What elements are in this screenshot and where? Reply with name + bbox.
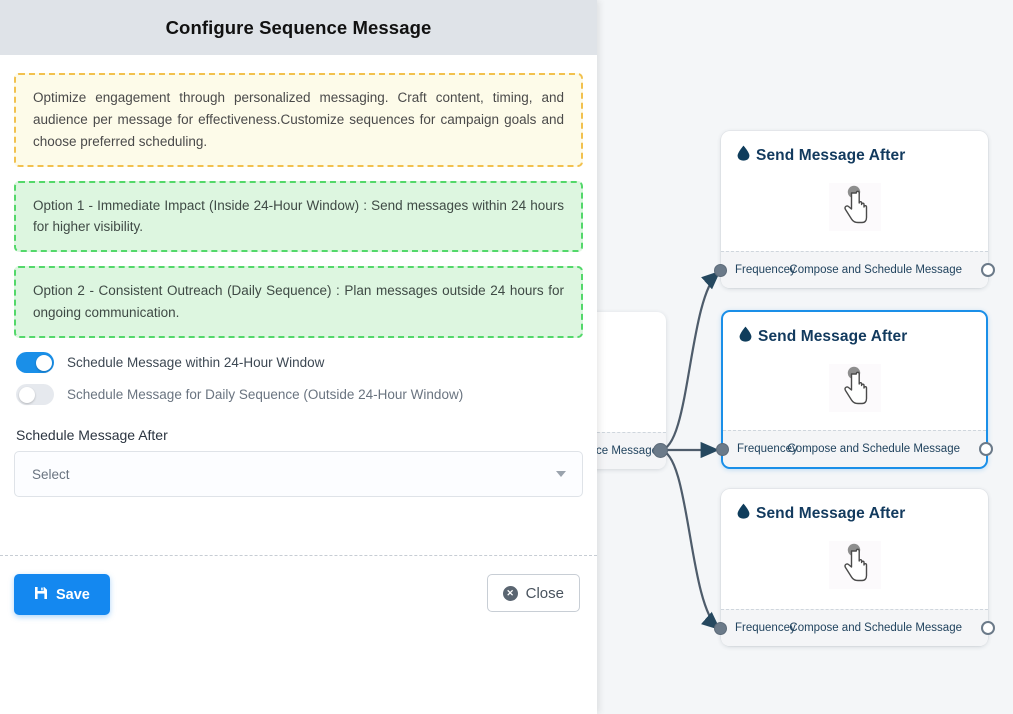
toggle-row-daily-sequence[interactable]: Schedule Message for Daily Sequence (Out…: [14, 384, 583, 406]
page-title: Configure Sequence Message: [165, 16, 432, 38]
node-1-title-row: Send Message After: [721, 145, 988, 166]
water-drop-icon: [737, 503, 750, 524]
schedule-message-after-select[interactable]: Select: [14, 451, 583, 498]
edge-to-node-3: [659, 448, 721, 631]
chevron-down-icon: [556, 471, 566, 478]
toggle-schedule-within-24-hour[interactable]: [16, 352, 54, 374]
node-3-footer-left-label: Frequencey: [735, 622, 796, 634]
schedule-message-after-value: Select: [32, 466, 70, 482]
info-callout: Optimize engagement through personalized…: [14, 73, 583, 167]
save-button[interactable]: Save: [14, 574, 110, 615]
toggle-row-within-24-hour[interactable]: Schedule Message within 24-Hour Window: [14, 352, 583, 374]
upstream-node-body: [597, 312, 666, 432]
dialog-header: Configure Sequence Message: [0, 0, 597, 55]
node-2-body: Send Message After: [723, 312, 986, 430]
water-drop-icon: [739, 326, 752, 347]
node-2-title-row: Send Message After: [723, 326, 986, 347]
node-2-footer-right-label: Compose and Schedule Message: [787, 443, 960, 455]
node-3-target-handle[interactable]: [714, 621, 727, 635]
pointing-hand-cursor-icon: [828, 183, 881, 231]
save-floppy-icon: [34, 586, 48, 604]
upstream-node-source-handle[interactable]: [653, 443, 668, 458]
node-1-body: Send Message After: [721, 131, 988, 251]
node-3-title-row: Send Message After: [721, 503, 988, 524]
node-3-body: Send Message After: [721, 489, 988, 609]
node-1-footer-right-label: Compose and Schedule Message: [789, 264, 962, 276]
node-1-target-handle[interactable]: [714, 263, 727, 277]
dialog-body: Optimize engagement through personalized…: [0, 55, 597, 555]
node-3-footer-right-label: Compose and Schedule Message: [789, 622, 962, 634]
node-3-title: Send Message After: [756, 504, 906, 522]
upstream-node-partial[interactable]: ce Message: [597, 312, 666, 469]
node-2-footer-left-label: Frequencey: [737, 443, 798, 455]
node-1-footer-left-label: Frequencey: [735, 264, 796, 276]
close-circle-icon: ✕: [502, 585, 518, 601]
flow-node-send-message-after-3[interactable]: Send Message After Frequencey Compose an…: [714, 489, 995, 646]
schedule-message-after-label: Schedule Message After: [16, 427, 168, 444]
node-3-footer: Frequencey Compose and Schedule Message: [714, 609, 995, 646]
option-1-callout: Option 1 - Immediate Impact (Inside 24-H…: [14, 180, 583, 253]
toggle-schedule-daily-sequence-label: Schedule Message for Daily Sequence (Out…: [67, 387, 464, 403]
toggle-schedule-within-24-hour-label: Schedule Message within 24-Hour Window: [67, 355, 325, 371]
option-2-callout: Option 2 - Consistent Outreach (Daily Se…: [14, 266, 583, 339]
toggle-knob: [35, 354, 52, 371]
flow-canvas[interactable]: ce Message Send Message After: [597, 0, 1013, 714]
close-button-label: Close: [525, 584, 564, 602]
node-1-source-handle[interactable]: [981, 263, 995, 277]
flow-canvas-viewport: ce Message Send Message After: [597, 0, 1013, 714]
node-2-source-handle[interactable]: [979, 442, 993, 456]
flow-edges: [659, 270, 721, 631]
toggle-knob: [18, 386, 35, 403]
node-2-target-handle[interactable]: [716, 442, 729, 456]
node-1-title: Send Message After: [756, 146, 906, 164]
upstream-node-footer-label: ce Message: [597, 445, 658, 457]
flow-node-send-message-after-2[interactable]: Send Message After Frequencey Compose an…: [716, 310, 993, 469]
close-button[interactable]: ✕ Close: [486, 574, 580, 612]
flow-node-send-message-after-1[interactable]: Send Message After Frequencey Compose an…: [714, 131, 995, 288]
configure-sequence-message-dialog: Configure Sequence Message Optimize enga…: [0, 0, 597, 714]
node-2-title: Send Message After: [758, 327, 908, 345]
edge-to-node-1: [659, 270, 721, 452]
water-drop-icon: [737, 145, 750, 166]
pointing-hand-cursor-icon: [828, 541, 881, 589]
pointing-hand-cursor-icon: [828, 364, 881, 412]
node-1-footer: Frequencey Compose and Schedule Message: [714, 251, 995, 288]
node-3-source-handle[interactable]: [981, 621, 995, 635]
toggle-schedule-daily-sequence[interactable]: [16, 384, 54, 406]
node-2-footer: Frequencey Compose and Schedule Message: [716, 430, 993, 467]
save-button-label: Save: [56, 586, 90, 603]
dialog-footer: Save ✕ Close: [0, 555, 597, 714]
